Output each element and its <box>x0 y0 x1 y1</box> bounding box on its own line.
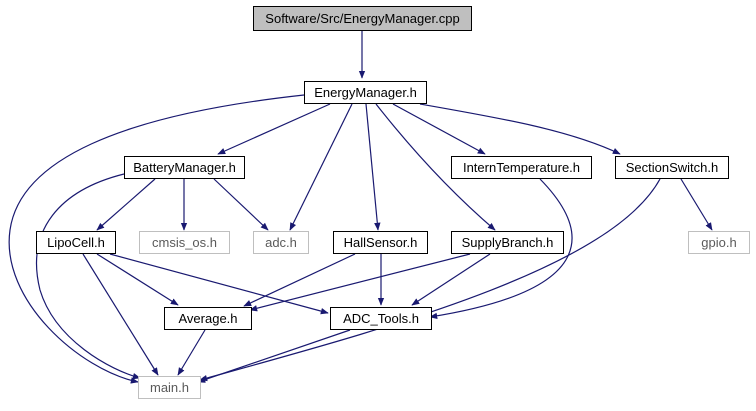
edge-batterymanager-to-lipocell <box>96 178 156 231</box>
node-sectionswitch-h[interactable]: SectionSwitch.h <box>615 156 729 179</box>
edge-adctools-to-main <box>197 329 351 383</box>
edge-energymanager-to-interntemperature <box>392 103 486 155</box>
edge-hallsensor-to-average <box>243 253 356 307</box>
edge-energymanager-to-hallsensor <box>365 103 381 231</box>
edge-batterymanager-to-adc <box>213 178 269 231</box>
edge-energymanager-to-supplybranch <box>375 103 496 231</box>
edge-sectionswitch-to-main <box>199 178 661 382</box>
node-hallsensor-h[interactable]: HallSensor.h <box>333 231 428 254</box>
edge-batterymanager-to-main <box>35 173 141 380</box>
edge-average-to-main <box>177 329 206 376</box>
edge-energymanager-to-adc <box>289 103 353 231</box>
edge-lipocell-to-adctools <box>109 253 329 315</box>
edge-supplybranch-to-adctools <box>411 253 491 306</box>
node-gpio-h[interactable]: gpio.h <box>688 231 750 254</box>
node-interntemperature-h[interactable]: InternTemperature.h <box>451 156 592 179</box>
node-batterymanager-h[interactable]: BatteryManager.h <box>124 156 245 179</box>
node-adc-h[interactable]: adc.h <box>253 231 309 254</box>
edge-energymanager-to-sectionswitch <box>419 103 621 155</box>
edge-interntemperature-to-adctools <box>429 178 573 320</box>
node-lipocell-h[interactable]: LipoCell.h <box>36 231 116 254</box>
node-main-h[interactable]: main.h <box>138 376 201 399</box>
node-adctools-h[interactable]: ADC_Tools.h <box>330 307 432 330</box>
edge-energymanager-to-main <box>8 94 305 384</box>
node-energymanager-h[interactable]: EnergyManager.h <box>304 81 427 104</box>
edge-lipocell-to-average <box>96 253 179 306</box>
edge-energymanager-to-batterymanager <box>217 103 331 155</box>
node-energymanager-cpp[interactable]: Software/Src/EnergyManager.cpp <box>253 6 472 31</box>
node-supplybranch-h[interactable]: SupplyBranch.h <box>451 231 564 254</box>
edge-supplybranch-to-average <box>249 253 471 312</box>
edge-sectionswitch-to-gpio <box>680 178 713 231</box>
node-average-h[interactable]: Average.h <box>164 307 252 330</box>
node-cmsisos-h[interactable]: cmsis_os.h <box>139 231 230 254</box>
edge-lipocell-to-main <box>82 253 159 376</box>
